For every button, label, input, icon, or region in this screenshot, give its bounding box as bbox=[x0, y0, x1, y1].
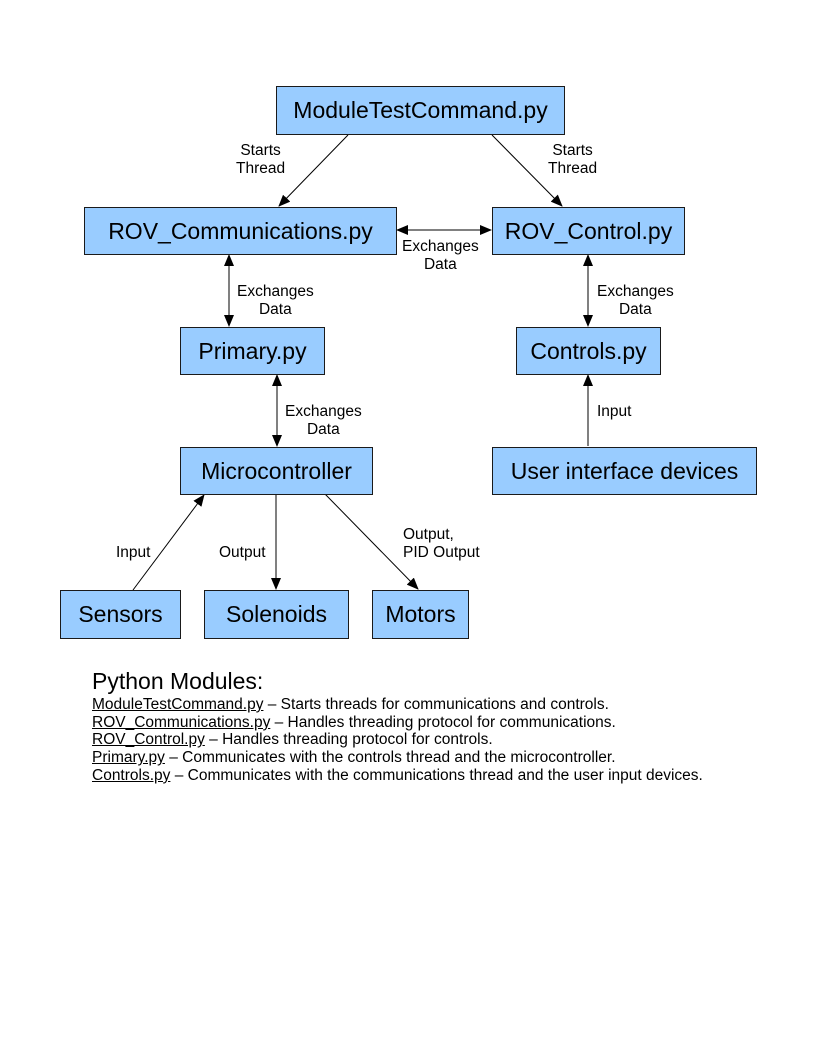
legend-module-name: Controls.py bbox=[92, 766, 171, 784]
node-sensors: Sensors bbox=[60, 590, 181, 639]
node-solenoids: Solenoids bbox=[204, 590, 349, 639]
label-exchanges-data-comm-primary: Exchanges Data bbox=[237, 283, 314, 318]
legend-module-desc: – Handles threading protocol for communi… bbox=[270, 713, 616, 731]
edge-sensors-to-micro bbox=[132, 494, 205, 591]
legend-module-name: ROV_Communications.py bbox=[92, 713, 271, 731]
label-exchanges-data-primary-micro: Exchanges Data bbox=[285, 403, 362, 438]
node-rov-control: ROV_Control.py bbox=[492, 207, 685, 255]
node-rov-communications: ROV_Communications.py bbox=[84, 207, 397, 255]
legend-module-name: Primary.py bbox=[92, 749, 165, 767]
legend-title: Python Modules: bbox=[92, 668, 264, 694]
legend-item: Primary.py – Communicates with the contr… bbox=[92, 749, 792, 767]
label-exchanges-data-comm-control: Exchanges Data bbox=[402, 238, 479, 273]
node-primary: Primary.py bbox=[180, 327, 325, 375]
legend-module-desc: – Starts threads for communications and … bbox=[263, 696, 609, 713]
label-starts-thread-right: Starts Thread bbox=[548, 142, 598, 177]
legend-item: Controls.py – Communicates with the comm… bbox=[92, 767, 792, 785]
node-microcontroller: Microcontroller bbox=[180, 447, 373, 495]
legend-item: ROV_Control.py – Handles threading proto… bbox=[92, 731, 792, 749]
node-module-test-command: ModuleTestCommand.py bbox=[276, 86, 565, 135]
edge-micro-to-motors bbox=[324, 493, 419, 590]
label-input-ui: Input bbox=[597, 403, 632, 420]
node-user-interface-devices: User interface devices bbox=[492, 447, 757, 495]
node-controls: Controls.py bbox=[516, 327, 661, 375]
legend-module-desc: – Communicates with the controls thread … bbox=[164, 749, 616, 767]
label-starts-thread-left: Starts Thread bbox=[236, 142, 286, 177]
python-modules-legend: Python Modules: ModuleTestCommand.py – S… bbox=[92, 667, 792, 785]
legend-item: ROV_Communications.py – Handles threadin… bbox=[92, 714, 792, 732]
legend-module-name: ModuleTestCommand.py bbox=[92, 696, 264, 713]
edge-module-to-control bbox=[491, 134, 563, 207]
label-output-motors: Output, PID Output bbox=[403, 526, 480, 561]
node-motors: Motors bbox=[372, 590, 469, 639]
label-output-solenoids: Output bbox=[219, 544, 266, 561]
legend-module-desc: – Communicates with the communications t… bbox=[170, 766, 703, 784]
legend-module-name: ROV_Control.py bbox=[92, 731, 205, 749]
label-input-sensors: Input bbox=[116, 544, 151, 561]
legend-item: ModuleTestCommand.py – Starts threads fo… bbox=[92, 696, 792, 714]
edge-module-to-comm bbox=[278, 134, 349, 207]
label-exchanges-data-control-controls: Exchanges Data bbox=[597, 283, 674, 318]
legend-module-desc: – Handles threading protocol for control… bbox=[204, 731, 493, 749]
